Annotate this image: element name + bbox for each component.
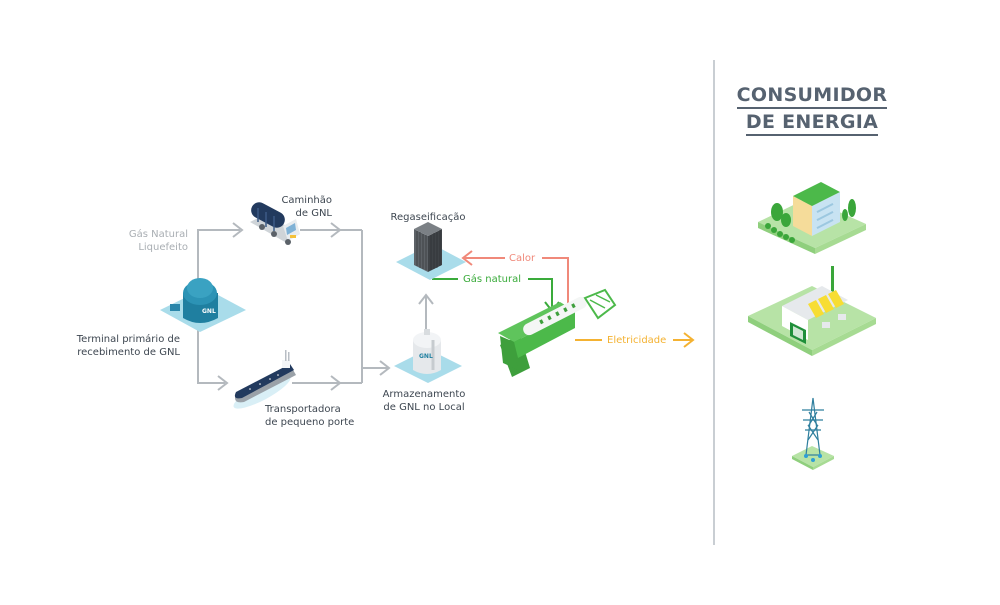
truck-label: Caminhão de GNL	[262, 194, 332, 220]
storage-label-line2: de GNL no Local	[383, 402, 465, 413]
carrier-label: Transportadora de pequeno porte	[265, 403, 365, 429]
gas-engine-generator-icon	[498, 288, 617, 377]
terminal-label-line2: recebimento de GNL	[77, 347, 180, 358]
office-building-icon	[758, 182, 866, 254]
heat-label: Calor	[509, 253, 536, 264]
natural-gas-label: Gás natural	[463, 274, 522, 285]
lng-source-label-line1: Gás Natural	[128, 229, 188, 240]
power-transmission-tower-icon	[792, 397, 834, 470]
onsite-storage-tank-icon: GNL	[394, 329, 462, 383]
terminal-tank-badge: GNL	[202, 308, 216, 315]
electricity-label: Eletricidade	[607, 335, 667, 346]
storage-label: Armazenamento de GNL no Local	[372, 388, 476, 414]
heat-flow	[461, 250, 569, 305]
lng-source-label: Gás Natural Liquefeito	[112, 228, 188, 254]
regasification-label: Regaseificação	[390, 212, 466, 223]
carrier-label-line2: de pequeno porte	[265, 417, 355, 428]
arrowhead-to-storage	[379, 360, 391, 376]
truck-label-line2: de GNL	[295, 208, 332, 219]
arrowhead-storage-to-regas	[418, 293, 434, 305]
factory-icon	[748, 266, 876, 356]
arrowhead-to-truck	[232, 222, 244, 238]
arrowhead-to-carrier	[217, 375, 229, 391]
lng-source-label-line2: Liquefeito	[138, 242, 188, 253]
electricity-flow	[575, 332, 695, 348]
terminal-label: Terminal primário de recebimento de GNL	[66, 333, 180, 359]
storage-label-line1: Armazenamento	[382, 389, 466, 400]
arrowhead-from-truck	[330, 222, 342, 238]
energy-consumer-title-line2: DE ENERGIA	[745, 111, 879, 136]
carrier-label-line1: Transportadora	[265, 404, 341, 415]
storage-tank-badge: GNL	[419, 353, 433, 360]
small-scale-carrier-ship-icon	[233, 350, 296, 409]
arrowhead-from-carrier	[330, 375, 342, 391]
section-divider	[713, 60, 715, 545]
energy-consumer-title: CONSUMIDOR DE ENERGIA	[728, 82, 896, 136]
terminal-tank-icon: GNL	[160, 278, 246, 332]
energy-consumer-title-line1: CONSUMIDOR	[736, 84, 888, 109]
terminal-label-line1: Terminal primário de	[76, 334, 180, 345]
lng-truck-icon	[250, 202, 300, 245]
truck-label-line1: Caminhão	[281, 195, 332, 206]
regasification-unit-icon	[396, 222, 466, 280]
